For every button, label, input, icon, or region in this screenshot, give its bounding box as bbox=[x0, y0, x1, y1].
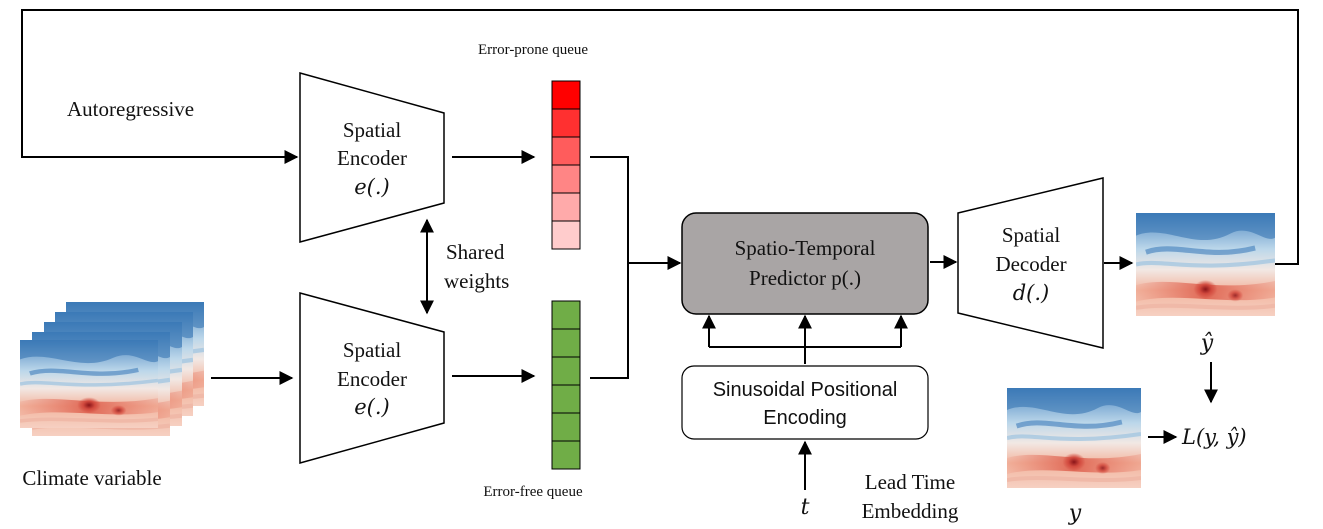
error-free-queue-cell bbox=[551, 300, 581, 330]
spatial-decoder: Spatial Decoder d(.) bbox=[957, 177, 1104, 349]
decoder-line2: Decoder bbox=[995, 252, 1066, 276]
error-prone-queue bbox=[551, 80, 581, 250]
autoregressive-loop bbox=[21, 9, 1299, 265]
lead-time-line2: Embedding bbox=[862, 499, 959, 523]
error-free-queue-cell bbox=[551, 328, 581, 358]
autoregressive-label: Autoregressive bbox=[67, 97, 194, 121]
error-prone-queue-cell bbox=[551, 164, 581, 194]
spatio-temporal-predictor: Spatio-Temporal Predictor p(.) bbox=[681, 212, 929, 315]
encoder-top-line1: Spatial bbox=[343, 118, 401, 142]
encoder-top-func: e(.) bbox=[354, 175, 390, 199]
error-prone-queue-cell bbox=[551, 80, 581, 110]
loss-function: L(y, ŷ) bbox=[1181, 425, 1247, 449]
error-free-queue-cell bbox=[551, 356, 581, 386]
t-symbol: t bbox=[801, 495, 810, 520]
y-symbol: y bbox=[1068, 501, 1082, 526]
climate-variable-label: Climate variable bbox=[22, 466, 161, 490]
error-free-queue-label: Error-free queue bbox=[483, 484, 583, 500]
error-prone-queue-cell bbox=[551, 220, 581, 250]
sinusoidal-positional-encoding: Sinusoidal Positional Encoding bbox=[681, 365, 929, 440]
error-prone-queue-cell bbox=[551, 136, 581, 166]
shared-weights-line1: Shared bbox=[446, 240, 505, 264]
decoder-func: d(.) bbox=[1013, 281, 1050, 305]
error-prone-queue-cell bbox=[551, 108, 581, 138]
climate-variable-stack bbox=[20, 302, 204, 436]
decoder-line1: Spatial bbox=[1002, 223, 1060, 247]
predictor-line1: Spatio-Temporal bbox=[735, 236, 876, 260]
positional-encoding-line2: Encoding bbox=[763, 407, 846, 429]
encoder-top-line2: Encoder bbox=[337, 146, 407, 170]
ground-truth-field-image bbox=[1007, 388, 1141, 488]
predictor-line2: Predictor p(.) bbox=[749, 266, 861, 290]
positional-encoding-line1: Sinusoidal Positional bbox=[713, 379, 898, 401]
spatial-encoder-bottom: Spatial Encoder e(.) bbox=[299, 292, 445, 464]
spatial-encoder-top: Spatial Encoder e(.) bbox=[299, 72, 445, 243]
shared-weights-line2: weights bbox=[444, 269, 509, 293]
predicted-field-image bbox=[1136, 213, 1275, 316]
encoder-bottom-line1: Spatial bbox=[343, 338, 401, 362]
error-free-queue-cell bbox=[551, 384, 581, 414]
encoder-bottom-func: e(.) bbox=[354, 395, 390, 419]
error-free-queue-cell bbox=[551, 440, 581, 470]
encoding-to-predictor-arrows bbox=[702, 314, 908, 364]
encoder-bottom-line2: Encoder bbox=[337, 367, 407, 391]
y-hat-symbol: ŷ bbox=[1200, 331, 1214, 356]
queue-merge-connector bbox=[590, 156, 682, 379]
error-free-queue-cell bbox=[551, 412, 581, 442]
error-free-queue bbox=[551, 300, 581, 470]
error-prone-queue-cell bbox=[551, 192, 581, 222]
lead-time-line1: Lead Time bbox=[865, 470, 955, 494]
error-prone-queue-label: Error-prone queue bbox=[478, 42, 588, 58]
